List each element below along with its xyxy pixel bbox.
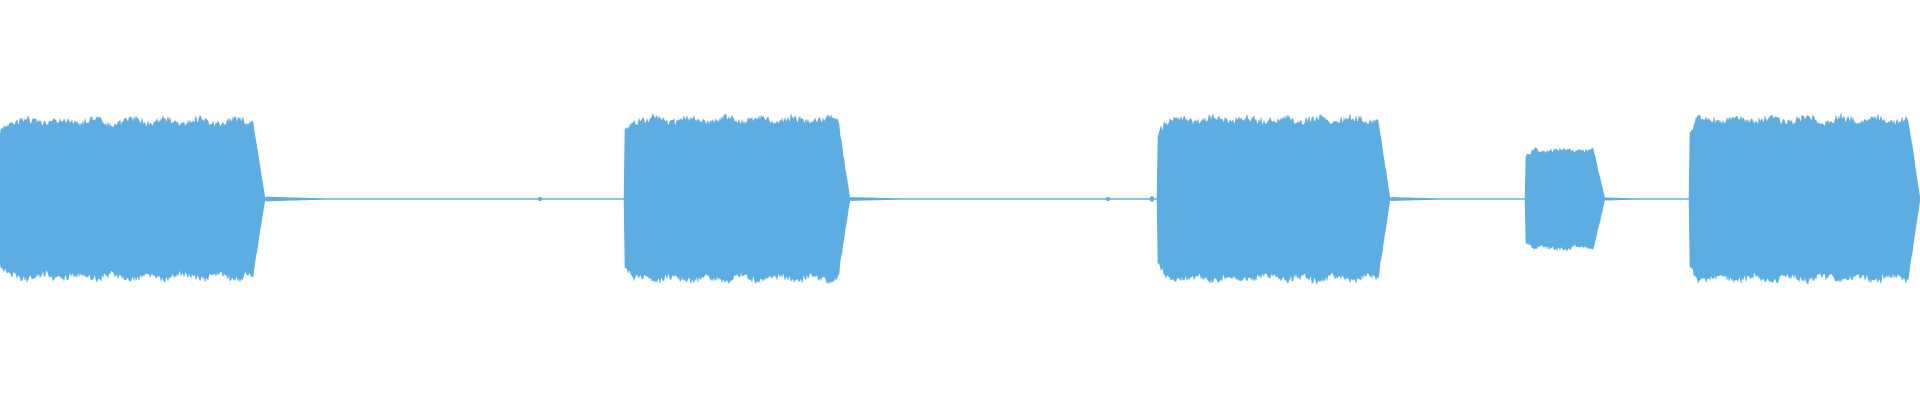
waveform-envelope [0,113,1920,286]
